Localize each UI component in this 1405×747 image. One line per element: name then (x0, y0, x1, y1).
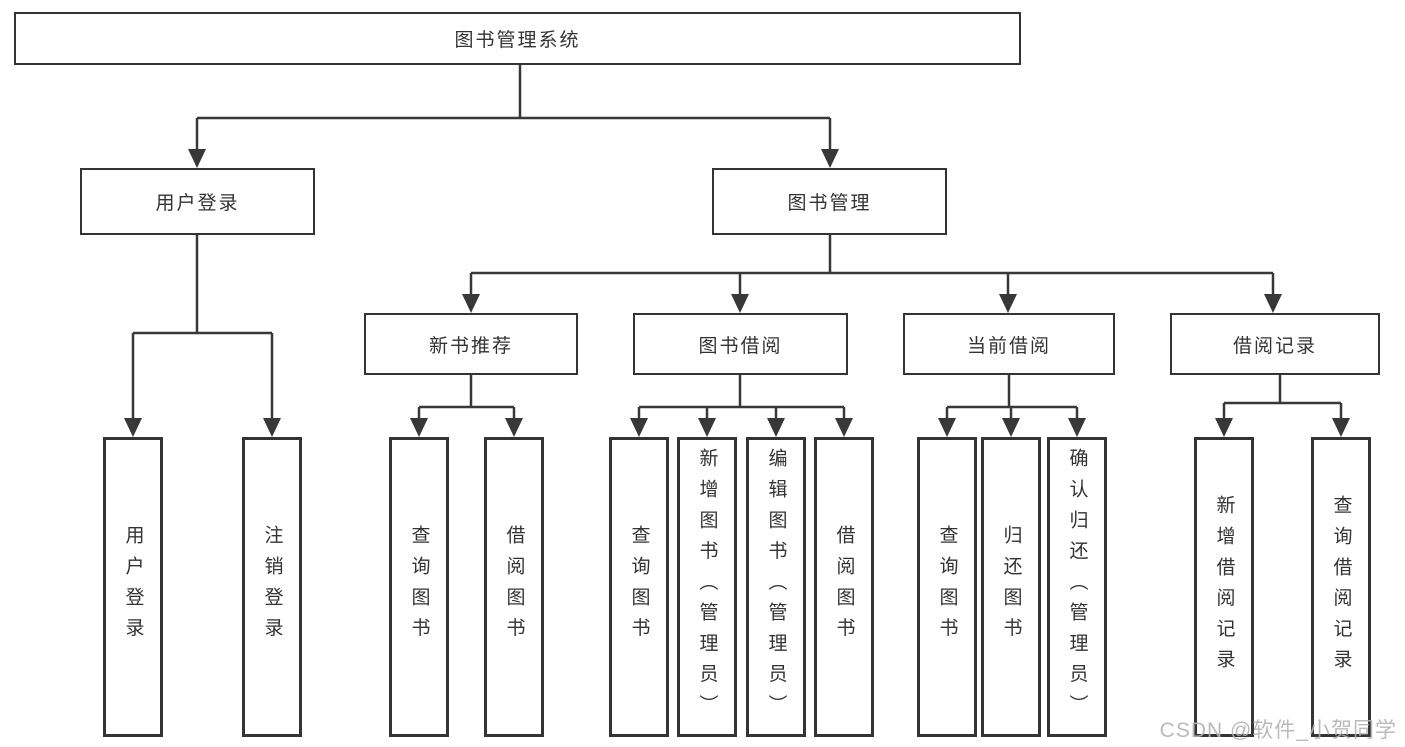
leaf-label: 注销登录 (261, 525, 283, 649)
leaf-add-borrow-record: 新增借阅记录 (1194, 437, 1254, 737)
leaf-label: 新增图书（管理员） (696, 448, 718, 726)
leaf-label: 编辑图书（管理员） (765, 448, 787, 726)
node-book-management: 图书管理 (712, 168, 947, 235)
leaf-label: 借阅图书 (503, 525, 525, 649)
leaf-logout: 注销登录 (242, 437, 302, 737)
leaf-return-book: 归还图书 (981, 437, 1041, 737)
leaf-confirm-return-admin: 确认归还（管理员） (1047, 437, 1107, 737)
leaf-query-books-newrec: 查询图书 (389, 437, 449, 737)
node-label: 当前借阅 (966, 335, 1051, 357)
leaf-label: 用户登录 (122, 525, 144, 649)
leaf-query-books-current: 查询图书 (917, 437, 977, 737)
leaf-add-book-admin: 新增图书（管理员） (677, 437, 737, 737)
node-label: 用户登录 (155, 193, 240, 214)
node-label: 图书管理系统 (454, 30, 581, 51)
leaf-label: 查询图书 (408, 525, 430, 649)
node-label: 图书管理 (787, 193, 872, 214)
node-library-management-system: 图书管理系统 (14, 12, 1021, 65)
leaf-query-books-borrow: 查询图书 (609, 437, 669, 737)
node-label: 新书推荐 (428, 335, 513, 357)
leaf-label: 查询借阅记录 (1330, 494, 1352, 680)
node-current-borrow: 当前借阅 (903, 313, 1115, 375)
node-borrow-records: 借阅记录 (1170, 313, 1380, 375)
leaf-label: 新增借阅记录 (1213, 494, 1235, 680)
node-new-book-recommend: 新书推荐 (364, 313, 578, 375)
node-user-login: 用户登录 (80, 168, 315, 235)
leaf-borrow-books-newrec: 借阅图书 (484, 437, 544, 737)
arrowheads (124, 149, 1350, 437)
leaf-query-borrow-record: 查询借阅记录 (1311, 437, 1371, 737)
node-label: 借阅记录 (1232, 335, 1317, 357)
leaf-label: 归还图书 (1000, 525, 1022, 649)
node-label: 图书借阅 (698, 335, 783, 357)
leaf-user-login: 用户登录 (103, 437, 163, 737)
leaf-label: 借阅图书 (833, 525, 855, 649)
leaf-borrow-books: 借阅图书 (814, 437, 874, 737)
leaf-label: 查询图书 (628, 525, 650, 649)
leaf-label: 确认归还（管理员） (1066, 448, 1088, 726)
leaf-edit-book-admin: 编辑图书（管理员） (746, 437, 806, 737)
node-book-borrow: 图书借阅 (633, 313, 848, 375)
leaf-label: 查询图书 (936, 525, 958, 649)
